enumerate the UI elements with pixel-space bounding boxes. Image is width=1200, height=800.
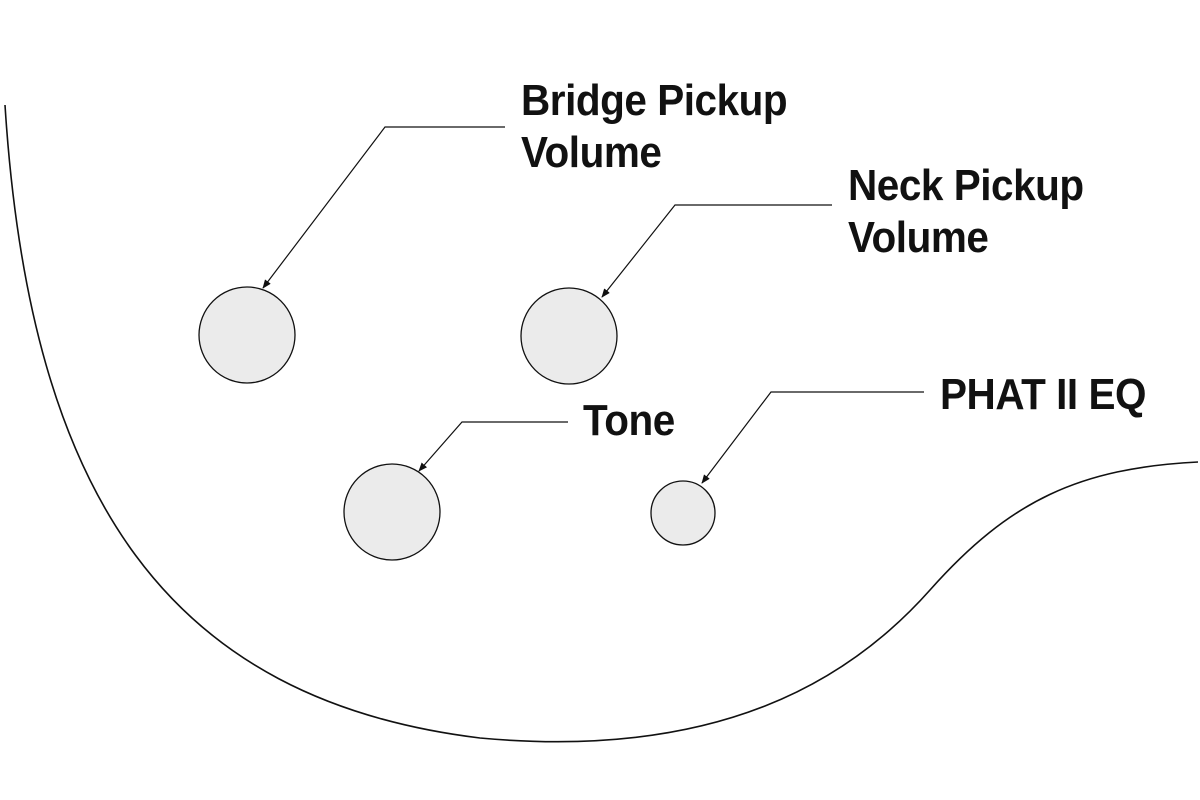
neck-label-line2: Volume bbox=[848, 213, 989, 262]
phat-eq-leader-arrow bbox=[701, 391, 924, 484]
bridge-volume-leader-arrow bbox=[262, 126, 505, 289]
neck-label-line1: Neck Pickup bbox=[848, 161, 1084, 210]
body-outline bbox=[4, 104, 1199, 743]
bridge-volume-knob[interactable] bbox=[198, 286, 296, 384]
phat-eq-label-text: PHAT II EQ bbox=[940, 370, 1147, 419]
tone-label-text: Tone bbox=[583, 396, 675, 445]
tone-leader-arrow bbox=[418, 421, 568, 472]
bridge-pickup-volume-label: Bridge Pickup Volume bbox=[521, 75, 788, 179]
neck-pickup-volume-label: Neck Pickup Volume bbox=[848, 160, 1084, 264]
phat-eq-label: PHAT II EQ bbox=[940, 369, 1147, 421]
bridge-label-line1: Bridge Pickup bbox=[521, 76, 788, 125]
neck-volume-knob[interactable] bbox=[520, 287, 618, 385]
tone-label: Tone bbox=[583, 395, 675, 447]
bridge-label-line2: Volume bbox=[521, 128, 662, 177]
phat-eq-knob[interactable] bbox=[650, 480, 716, 546]
tone-knob[interactable] bbox=[343, 463, 441, 561]
neck-volume-leader-arrow bbox=[601, 204, 832, 298]
